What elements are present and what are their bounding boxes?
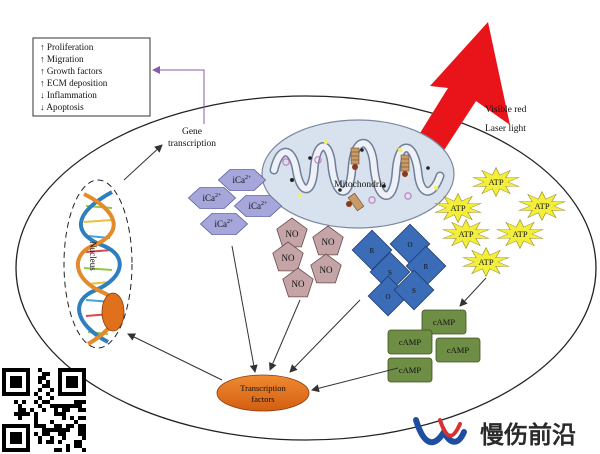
nitric-oxide-icon: NO — [310, 253, 342, 284]
atp-icon: ATP — [518, 190, 566, 222]
no-label: NO — [292, 279, 305, 289]
nitric-oxide-group: NO NO NO NO NO — [272, 217, 344, 298]
transcription-factors-icon: Transcription factors — [216, 374, 310, 412]
ros-letter: R — [370, 247, 375, 255]
calcium-ion-group: iCa2+ iCa2+ iCa2+ iCa2+ — [187, 169, 283, 235]
atp-label: ATP — [488, 177, 503, 187]
no-label: NO — [286, 229, 299, 239]
cytochrome-icon — [346, 192, 365, 212]
camp-icon: cAMP — [387, 357, 433, 383]
ros-icon: S — [393, 269, 435, 311]
mitochondria-label: Mitochondria — [334, 180, 386, 190]
ros-group: R O S R O S — [351, 223, 447, 317]
watermark-logo: 慢伤前沿 — [413, 417, 576, 449]
camp-group: cAMP cAMP cAMP cAMP — [387, 309, 481, 383]
effect-inflammation: ↓ Inflammation — [40, 90, 97, 100]
ros-letter: O — [385, 293, 390, 301]
camp-icon: cAMP — [387, 329, 433, 355]
gene-transcription-label: Gene transcription — [168, 127, 216, 149]
atp-label: ATP — [478, 257, 493, 267]
camp-label: cAMP — [399, 365, 421, 375]
effect-ecm-deposition: ↑ ECM deposition — [40, 78, 108, 88]
calcium-label: iCa2+ — [215, 219, 235, 229]
laser-label-line1: Visible red — [485, 105, 527, 115]
nucleus-label: Nucleus — [88, 241, 98, 271]
gene-label-line2: transcription — [168, 139, 216, 149]
effect-apoptosis: ↓ Apoptosis — [40, 102, 84, 112]
camp-label: cAMP — [433, 317, 455, 327]
nucleus-icon: Nucleus — [63, 179, 133, 349]
camp-icon: cAMP — [421, 309, 467, 335]
effects-box: ↑ Proliferation ↑ Migration ↑ Growth fac… — [32, 37, 151, 117]
cytochrome-icon — [350, 147, 360, 170]
cytochrome-icon — [400, 154, 410, 177]
no-label: NO — [282, 253, 295, 263]
effect-growth-factors: ↑ Growth factors — [40, 66, 103, 76]
camp-label: cAMP — [399, 337, 421, 347]
no-label: NO — [320, 265, 333, 275]
effect-migration: ↑ Migration — [40, 54, 84, 64]
gene-label-line1: Gene — [182, 127, 202, 137]
atp-group: ATP ATP ATP ATP ATP ATP — [434, 166, 566, 278]
effect-proliferation: ↑ Proliferation — [40, 42, 94, 52]
atp-label: ATP — [534, 201, 549, 211]
calcium-ion-icon: iCa2+ — [217, 169, 267, 191]
camp-icon: cAMP — [435, 337, 481, 363]
laser-label: Visible red Laser light — [485, 105, 527, 134]
dna-to-transcription-arrow — [123, 144, 163, 181]
atp-icon: ATP — [496, 218, 544, 250]
calcium-ion-icon: iCa2+ — [233, 195, 283, 217]
watermark-text: 慢伤前沿 — [480, 421, 576, 449]
nitric-oxide-icon: NO — [312, 225, 344, 256]
ros-letter: O — [407, 241, 412, 249]
transcription-to-effects-arrow — [152, 66, 205, 124]
laser-label-line2: Laser light — [485, 124, 526, 134]
atp-icon: ATP — [434, 192, 482, 224]
atp-label: ATP — [512, 229, 527, 239]
mitochondrion-icon: Mitochondria — [261, 119, 455, 229]
camp-label: cAMP — [447, 345, 469, 355]
ros-letter: R — [424, 263, 429, 271]
nitric-oxide-icon: NO — [272, 241, 304, 272]
calcium-ion-icon: iCa2+ — [187, 187, 237, 209]
atp-icon: ATP — [462, 246, 510, 278]
calcium-label: iCa2+ — [203, 193, 223, 203]
signal-arrows — [127, 245, 487, 393]
atp-label: ATP — [450, 203, 465, 213]
atp-icon: ATP — [472, 166, 520, 198]
calcium-label: iCa2+ — [249, 201, 269, 211]
calcium-label: iCa2+ — [233, 175, 253, 185]
qr-code[interactable] — [2, 368, 86, 452]
ros-letter: S — [388, 269, 392, 277]
ros-letter: S — [412, 287, 416, 295]
calcium-ion-icon: iCa2+ — [199, 213, 249, 235]
no-label: NO — [322, 237, 335, 247]
tf-label-line2: factors — [251, 394, 274, 404]
ros-icon: S — [369, 251, 411, 293]
nitric-oxide-icon: NO — [282, 267, 314, 298]
tf-label-line1: Transcription — [240, 383, 286, 393]
atp-label: ATP — [458, 229, 473, 239]
atp-icon: ATP — [442, 218, 490, 250]
